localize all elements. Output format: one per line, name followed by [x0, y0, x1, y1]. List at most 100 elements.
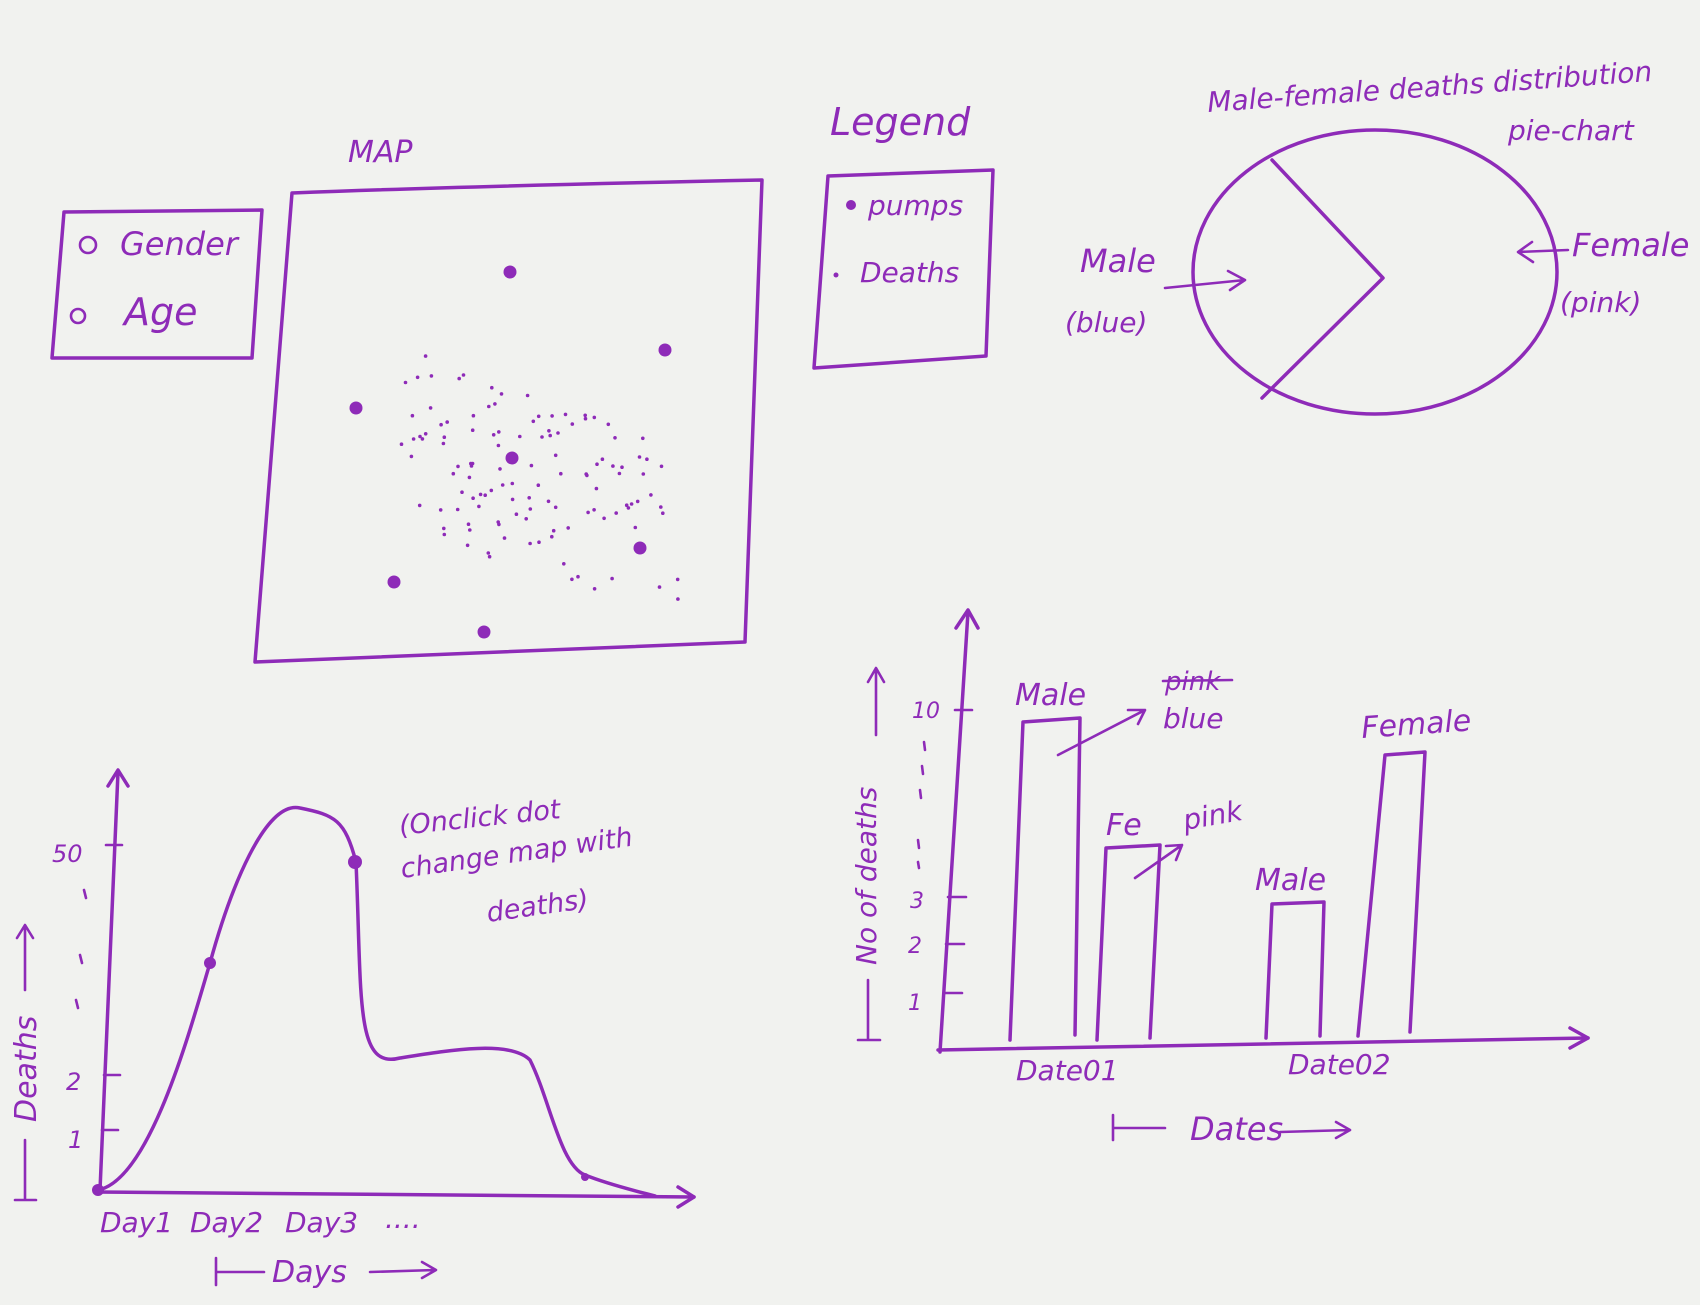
death-point: [556, 431, 560, 435]
pump-point: [633, 541, 647, 555]
death-point: [510, 481, 515, 486]
bar-label-female-1: Fe: [1106, 808, 1142, 843]
death-point: [409, 454, 414, 459]
death-point: [617, 471, 622, 476]
death-point: [468, 528, 472, 532]
bar-xlabel: Dates: [1190, 1110, 1283, 1148]
pump-point: [477, 625, 491, 639]
death-point: [637, 455, 642, 459]
death-point: [455, 507, 460, 512]
death-point: [497, 522, 501, 527]
death-point: [553, 453, 558, 458]
death-point: [570, 422, 575, 426]
pie-subtitle: pie-chart: [1507, 114, 1635, 147]
pie-female-label: Female: [1572, 226, 1689, 264]
death-point: [566, 526, 570, 530]
death-point: [442, 532, 447, 537]
death-point: [613, 436, 617, 440]
death-point: [583, 416, 588, 421]
bar-date02-female: [1356, 750, 1427, 1038]
line-point-day2[interactable]: [204, 957, 216, 969]
death-point: [536, 483, 541, 488]
bar-date02-male: [1264, 900, 1326, 1040]
death-point: [496, 443, 501, 448]
death-point: [439, 422, 443, 427]
death-point: [460, 490, 464, 495]
bar-ylabel-bar: [856, 978, 882, 1042]
bar-ytick-1: 1: [908, 991, 922, 1016]
death-point: [676, 597, 680, 601]
age-radio[interactable]: [69, 307, 87, 325]
death-point: [531, 419, 536, 424]
death-point: [661, 511, 665, 515]
death-point: [423, 432, 428, 436]
death-point: [611, 464, 615, 468]
death-point: [562, 562, 566, 566]
line-y-axis: [98, 770, 120, 1192]
death-point: [592, 415, 597, 420]
death-point: [489, 488, 494, 493]
age-option[interactable]: Age: [69, 290, 198, 334]
death-point: [620, 465, 624, 470]
death-point: [629, 502, 634, 506]
death-point: [423, 354, 428, 358]
line-y-axis-arrowhead: [106, 768, 130, 788]
death-point: [537, 540, 541, 544]
death-point: [493, 402, 497, 406]
death-point: [471, 413, 476, 418]
line-point-tail[interactable]: [581, 1173, 589, 1181]
bar-chart: 1 2 3 10 Male Fe Male Female pink blue p…: [850, 608, 1590, 1148]
map-death-points: [399, 354, 680, 601]
death-point: [583, 413, 587, 418]
line-x-axis: [94, 1190, 696, 1199]
bar-y-axis-arrowhead: [954, 608, 980, 630]
death-point: [487, 554, 492, 559]
pie-outline: [1191, 128, 1559, 416]
bar-ylabel: No of deaths: [850, 787, 883, 965]
death-point: [467, 475, 472, 480]
death-point: [415, 375, 420, 380]
line-xtick-more: ....: [385, 1202, 421, 1235]
death-point: [529, 463, 534, 468]
blue-pointer-arrow: [1056, 708, 1147, 757]
bar-ytick-gap-dots: [916, 740, 927, 870]
line-xlabel-arrow: [368, 1260, 438, 1280]
death-point: [445, 420, 450, 424]
bar-ytick-2: 2: [908, 934, 922, 959]
death-point: [540, 435, 544, 439]
death-point: [576, 574, 580, 579]
death-point: [624, 503, 629, 508]
death-point: [411, 437, 416, 441]
gender-label: Gender: [120, 225, 240, 263]
death-point: [470, 428, 475, 433]
filter-panel-border: [50, 208, 264, 360]
line-xlabel-bar: [214, 1256, 266, 1287]
legend-border: [812, 168, 995, 370]
line-xtick-day3: Day3: [285, 1206, 358, 1239]
death-point: [592, 587, 597, 591]
death-point: [478, 492, 483, 497]
female-pointer-arrow: [1516, 240, 1570, 264]
bar-y-axis: [938, 610, 970, 1054]
bar-date01-female: [1095, 843, 1162, 1042]
bar-xlabel-bar: [1111, 1113, 1167, 1142]
death-point: [429, 374, 434, 378]
line-point-day1[interactable]: [92, 1184, 104, 1196]
death-point: [675, 577, 680, 582]
death-marker-icon: [833, 272, 839, 278]
death-point: [659, 464, 664, 469]
death-point: [486, 551, 491, 555]
death-point: [614, 511, 618, 515]
death-point: [641, 472, 646, 476]
gender-radio[interactable]: [78, 235, 98, 255]
line-point-peak[interactable]: [348, 855, 362, 869]
death-point: [477, 504, 481, 509]
death-point: [525, 393, 530, 398]
death-point: [499, 392, 504, 396]
gender-option[interactable]: Gender: [78, 225, 240, 263]
death-point: [550, 414, 554, 418]
bar-ylabel-arrow: [866, 666, 886, 737]
death-point: [602, 516, 606, 521]
pump-point: [503, 265, 517, 279]
death-point: [645, 457, 649, 462]
